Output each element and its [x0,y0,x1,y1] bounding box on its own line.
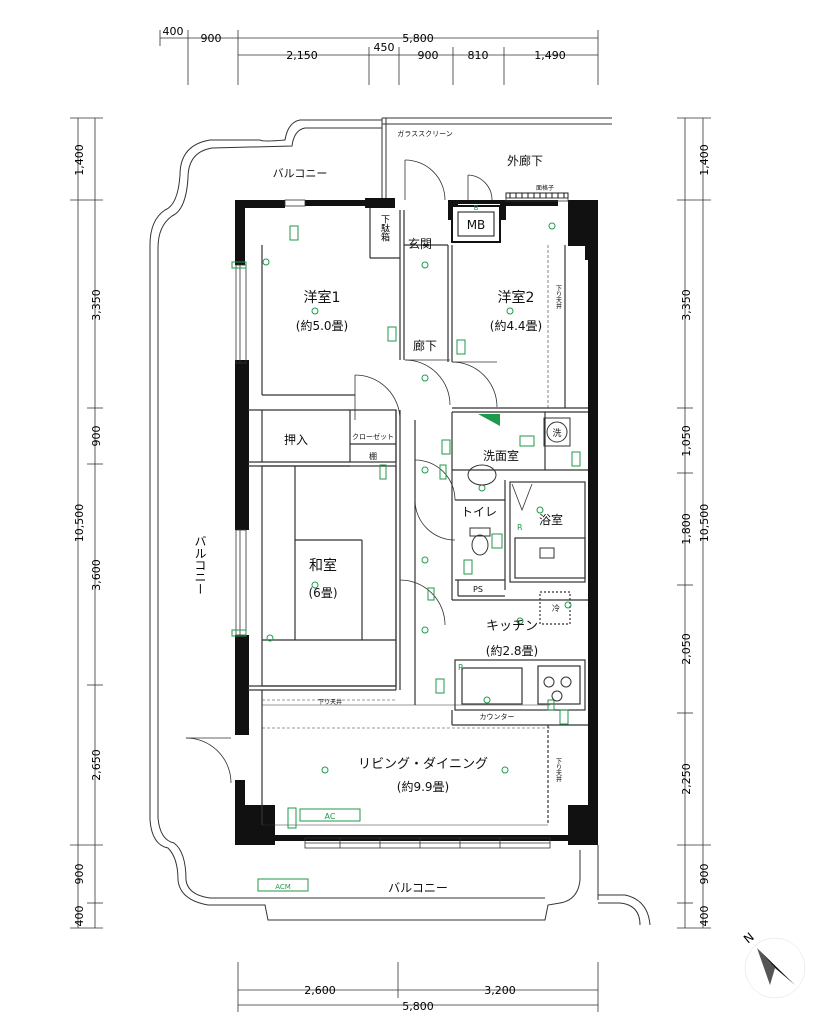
dim-top-810: 810 [468,49,489,62]
bedroom1-label: 洋室1 [304,289,341,306]
kitchen-size: (約2.8畳) [486,643,538,658]
dim-left-3350: 3,350 [90,289,103,321]
dim-right-10500: 10,500 [698,504,711,543]
fridge-label: 冷 [552,603,560,613]
bedroom2-label: 洋室2 [498,289,535,306]
living-label: リビング・ダイニング [358,757,488,772]
washitsu-label: 和室 [309,557,337,574]
closet-label: クローゼット [352,432,394,441]
dim-bottom-5800: 5,800 [402,1000,434,1013]
dim-right-900: 900 [698,864,711,885]
dim-right-1800: 1,800 [680,513,693,545]
balcony-left-label: バルコニー [193,535,207,595]
washer-label: 洗 [552,427,561,439]
ac-label: AC [325,812,336,821]
washitsu-size: (6畳) [309,586,338,600]
dim-right-1400: 1,400 [698,144,711,176]
bath-label: 浴室 [539,512,563,527]
dim-top-900: 900 [201,32,222,45]
dim-left-900: 900 [90,426,103,447]
dim-bottom-3200: 3,200 [484,984,516,997]
r2-label: R [458,663,464,672]
dim-top-400: 400 [163,25,184,38]
dim-top-900b: 900 [418,49,439,62]
glass-screen-label: ガラススクリーン [397,129,453,138]
entrance-label: 玄関 [408,236,432,251]
dim-left-400: 400 [73,906,86,927]
counter-label: カウンター [480,712,515,721]
ps-label: PS [473,585,483,594]
dim-right-1050: 1,050 [680,425,693,457]
toilet-label: トイレ [461,505,497,519]
mb-label: MB [467,218,486,232]
dim-left-3600: 3,600 [90,559,103,591]
washroom-label: 洗面室 [483,448,519,463]
lowered-ceiling-right: 下り天井 [555,285,562,310]
outer-corridor-label: 外廊下 [507,153,543,168]
dim-left-1400: 1,400 [73,144,86,176]
lowered-ceiling-mid: 下り天井 [318,698,342,706]
dim-right-3350: 3,350 [680,289,693,321]
door-swings [185,159,533,784]
dim-top-2150: 2,150 [286,49,318,62]
mb-box [451,205,501,243]
dim-right-2050: 2,050 [680,633,693,665]
grille-label: 面格子 [536,184,554,192]
dimension-lines [70,30,711,1012]
kitchen-label: キッチン [486,619,538,634]
balcony-outline [149,117,651,926]
dim-left-900b: 900 [73,864,86,885]
bedroom1-size: (約5.0畳) [296,318,348,333]
grille [505,192,569,199]
dim-left-10500: 10,500 [73,504,86,543]
room-labels: ガラススクリーン 外廊下 バルコニー バルコニー 面格子 MB B 玄関 洋室1… [273,129,563,895]
ac-unit-box [299,808,361,822]
right-dimension-labels: 1,400 3,350 1,050 1,800 10,500 2,050 2,2… [680,144,711,926]
acm-label: ACM [275,883,291,891]
interior-walls [248,208,588,826]
oshiire-label: 押入 [284,433,308,447]
shelf-label: 棚 [369,451,377,461]
living-size: (約9.9畳) [397,779,449,794]
dim-right-400: 400 [698,906,711,927]
balcony-top-label: バルコニー [273,167,328,180]
equipment-markers [231,222,581,829]
dim-bottom-2600: 2,600 [304,984,336,997]
dim-top-1490: 1,490 [534,49,566,62]
hallway-label: 廊下 [413,338,437,353]
north-arrow: N [741,930,806,999]
acm-unit-box [257,878,309,892]
lowered-ceiling-living: 下り天井 [555,758,562,783]
north-label: N [741,930,757,946]
r1-label: R [517,523,523,532]
dim-top-5800: 5,800 [402,32,434,45]
dim-top-450: 450 [374,41,395,54]
left-dimension-labels: 1,400 3,350 900 10,500 3,600 2,650 900 4… [73,144,103,926]
flag-marker [478,414,500,426]
dim-right-2250: 2,250 [680,763,693,795]
bedroom2-size: (約4.4畳) [490,318,542,333]
dim-left-2650: 2,650 [90,749,103,781]
balcony-bottom-label: バルコニー [388,881,448,895]
vertical-labels: 下駄箱 バルコニー 下り天井 下り天井 [193,215,562,784]
shoebox-label: 下駄箱 [379,215,390,243]
b-label: B [474,204,479,212]
